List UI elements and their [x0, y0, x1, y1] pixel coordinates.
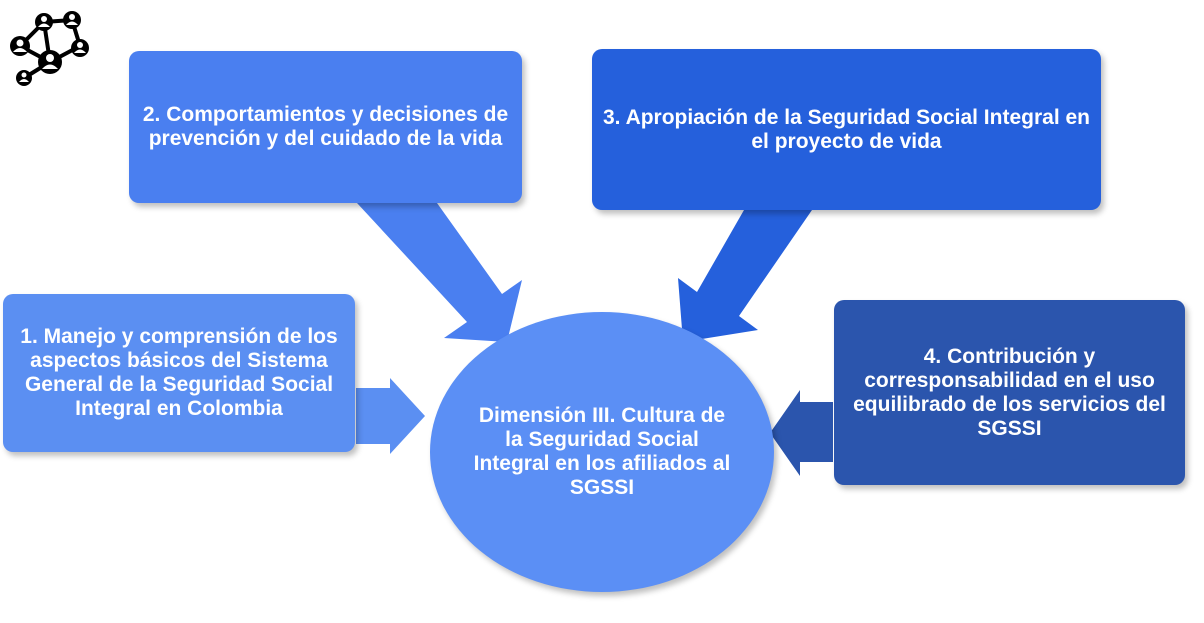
concept-box-3: 3. Apropiación de la Seguridad Social In…	[592, 49, 1101, 210]
concept-box-2-text: 2. Comportamientos y decisiones de preve…	[142, 103, 509, 150]
arrow-box2-to-center	[357, 203, 522, 342]
concept-box-4-text: 4. Contribución y corresponsabilidad en …	[853, 344, 1166, 440]
arrow-box4-to-center	[770, 390, 833, 476]
arrow-box3-to-center	[678, 210, 812, 342]
concept-box-1-text: 1. Manejo y comprensión de los aspectos …	[20, 325, 338, 420]
center-dimension-ellipse: Dimensión III. Cultura de la Seguridad S…	[430, 312, 774, 592]
people-network-icon	[10, 11, 89, 86]
concept-box-4: 4. Contribución y corresponsabilidad en …	[834, 300, 1185, 485]
concept-box-2: 2. Comportamientos y decisiones de preve…	[129, 51, 522, 203]
center-dimension-text: Dimensión III. Cultura de la Seguridad S…	[473, 404, 731, 499]
concept-box-1: 1. Manejo y comprensión de los aspectos …	[3, 294, 355, 452]
arrow-box1-to-center	[356, 378, 425, 454]
concept-box-3-text: 3. Apropiación de la Seguridad Social In…	[603, 105, 1090, 153]
